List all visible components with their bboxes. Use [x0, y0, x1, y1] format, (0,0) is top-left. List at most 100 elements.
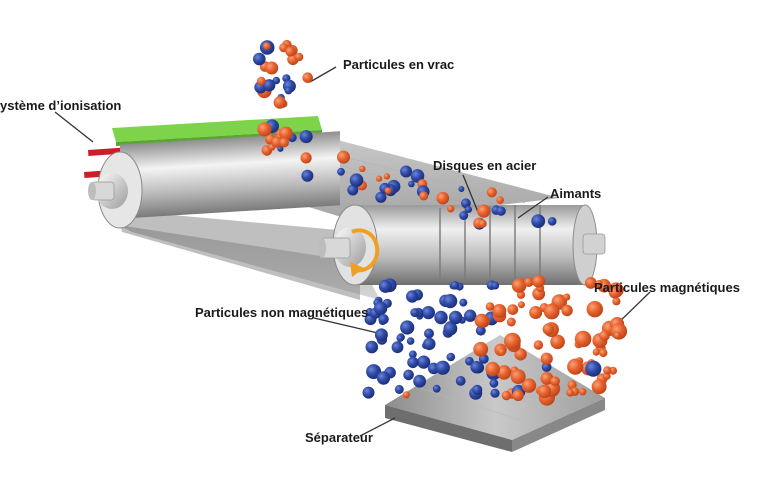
magnetic-particle — [591, 379, 607, 395]
magnetic-particle — [474, 313, 489, 328]
magnetic-particle — [561, 304, 573, 317]
magnetic-particle — [540, 352, 553, 365]
non-magnetic-particle — [375, 191, 387, 203]
label-steel-discs: Disques en acier — [433, 158, 537, 173]
non-magnetic-particle — [434, 310, 448, 325]
magnetic-particle — [300, 152, 312, 164]
magnetic-particle — [497, 347, 506, 356]
non-magnetic-particle — [458, 186, 465, 192]
magnetic-particle — [603, 366, 612, 375]
magnetic-particle — [592, 348, 600, 356]
magnetic-particle — [265, 61, 279, 75]
magnetic-particle — [612, 297, 621, 306]
magnetic-particle — [529, 306, 543, 319]
label-separator: Séparateur — [305, 430, 373, 445]
magnetic-particle — [376, 175, 383, 182]
magnetic-particle — [542, 323, 555, 336]
magnetic-particle — [511, 278, 527, 293]
non-magnetic-particle — [455, 376, 466, 386]
non-magnetic-particle — [337, 167, 345, 176]
non-magnetic-particle — [465, 356, 474, 366]
non-magnetic-particle — [531, 214, 546, 229]
non-magnetic-particle — [470, 361, 483, 374]
non-magnetic-particle — [448, 310, 463, 325]
magnetic-particle — [510, 369, 526, 385]
magnetic-particle — [613, 331, 622, 339]
magnetic-particle — [579, 388, 587, 396]
magnetic-particle — [337, 150, 350, 164]
magnetic-particle — [359, 165, 366, 172]
magnetic-particle — [294, 52, 304, 62]
non-magnetic-particle — [394, 384, 404, 394]
non-magnetic-particle — [459, 298, 468, 307]
non-magnetic-particle — [378, 279, 392, 293]
magnetic-particle — [485, 361, 500, 377]
magnetic-particle — [567, 358, 584, 375]
magnetic-particle — [501, 390, 512, 401]
magnetic-particle — [566, 388, 574, 397]
magnetic-particle — [599, 348, 608, 358]
magnetic-particle — [447, 205, 455, 213]
non-magnetic-particle — [413, 374, 426, 388]
non-magnetic-particle — [406, 337, 415, 345]
non-magnetic-particle — [408, 180, 415, 188]
magnetic-particle — [523, 277, 534, 288]
magnetic-particle — [521, 378, 537, 393]
magnetic-particle — [514, 348, 527, 361]
non-magnetic-particle — [400, 320, 415, 335]
non-magnetic-particle — [443, 294, 458, 309]
non-magnetic-particle — [347, 184, 359, 196]
magnetic-particle — [285, 46, 296, 57]
non-magnetic-particle — [541, 362, 552, 372]
magnetic-particle — [257, 122, 272, 137]
magnetic-particle — [383, 173, 390, 180]
non-magnetic-particle — [299, 130, 313, 144]
particles — [252, 39, 628, 406]
magnetic-particle — [574, 330, 592, 348]
non-magnetic-particle — [464, 309, 477, 322]
non-magnetic-particle — [252, 52, 266, 66]
non-magnetic-particle — [421, 306, 435, 320]
non-magnetic-particle — [410, 308, 420, 318]
rotation-arrow-icon — [350, 228, 380, 277]
non-magnetic-particle — [459, 211, 469, 220]
magnetic-particle — [550, 376, 560, 387]
non-magnetic-particle — [496, 206, 506, 216]
non-magnetic-particle — [406, 290, 419, 303]
non-magnetic-particle — [301, 169, 314, 182]
label-non-magnetic-particles: Particules non magnétiques — [195, 305, 369, 320]
magnetic-particle — [473, 341, 489, 357]
magnetic-particle — [478, 219, 487, 228]
non-magnetic-particle — [391, 341, 404, 354]
non-magnetic-particle — [585, 360, 602, 377]
magnetic-particle — [608, 286, 621, 299]
non-magnetic-particle — [446, 352, 456, 362]
label-magnets: Aimants — [550, 186, 602, 201]
magnetic-particle — [302, 72, 314, 83]
magnetic-particle — [506, 317, 516, 327]
magnetic-particle — [256, 76, 266, 86]
non-magnetic-particle — [378, 314, 389, 325]
magnetic-particle — [273, 96, 286, 109]
non-magnetic-particle — [475, 325, 486, 336]
non-magnetic-particle — [435, 360, 450, 375]
magnetic-particle — [584, 277, 597, 289]
magnetic-particle — [384, 187, 392, 195]
magnetic-particle — [507, 304, 519, 315]
magnetic-particle — [263, 42, 271, 50]
magnetic-particle — [563, 293, 571, 301]
magnetic-particle — [486, 187, 497, 198]
non-magnetic-particle — [376, 371, 391, 385]
non-magnetic-particle — [373, 301, 388, 316]
non-magnetic-particle — [491, 281, 500, 290]
non-magnetic-particle — [423, 337, 436, 351]
non-magnetic-particle — [284, 86, 293, 95]
magnetic-particle — [540, 372, 554, 385]
non-magnetic-particle — [443, 321, 458, 336]
magnetic-particle — [279, 126, 293, 141]
magnetic-particle — [512, 389, 524, 401]
magnetic-particle — [485, 302, 495, 311]
magnetic-particle — [496, 365, 512, 380]
